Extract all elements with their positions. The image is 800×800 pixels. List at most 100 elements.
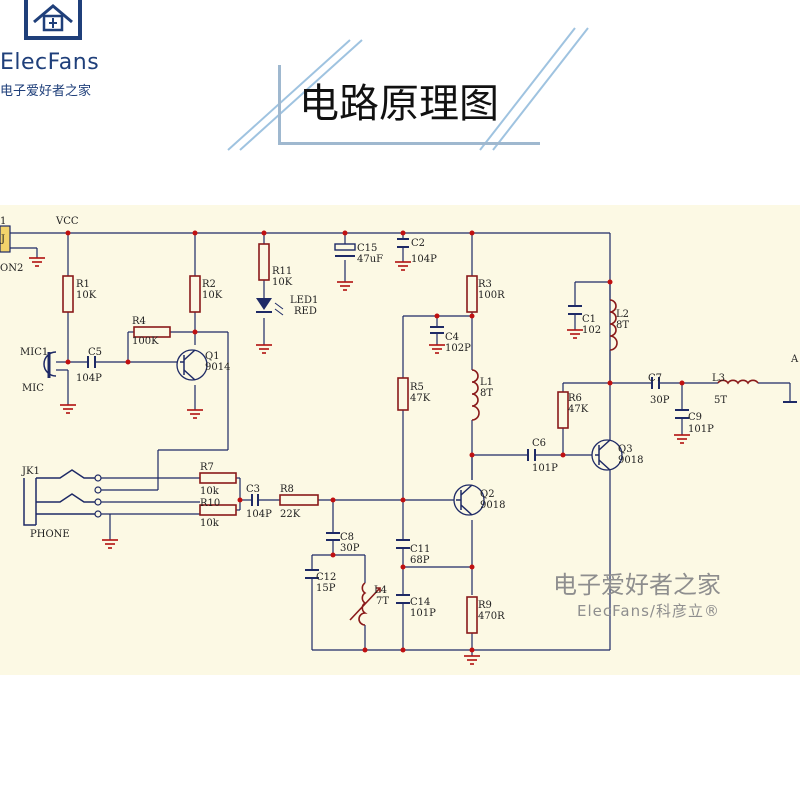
label-c8-value: 30P (340, 543, 360, 554)
label-r10-value: 10k (200, 518, 220, 529)
label-l4-value: 7T (376, 596, 389, 607)
label-r5-value: 47K (410, 393, 431, 404)
resistor-r7 (199, 472, 237, 484)
label-c5-value: 104P (76, 373, 102, 384)
resistor-r4 (133, 326, 171, 338)
label-r7-value: 10k (200, 486, 220, 497)
capacitor-c15 (334, 243, 356, 257)
phone-jack-icon (23, 469, 98, 526)
label-q2-value: 9018 (480, 500, 505, 511)
label-mic: MIC (22, 383, 44, 394)
label-r1: R1 (76, 279, 90, 290)
label-l1-value: 8T (480, 388, 493, 399)
label-con2: ON2 (0, 263, 23, 274)
label-c3: C3 (246, 484, 260, 495)
label-c2: C2 (411, 238, 425, 249)
label-r4-value: 100K (132, 336, 159, 347)
label-r2-value: 10K (202, 290, 223, 301)
label-c7-value: 30P (650, 395, 670, 406)
label-c5: C5 (88, 347, 102, 358)
label-c8: C8 (340, 532, 354, 543)
label-vcc: VCC (55, 216, 79, 227)
label-r7: R7 (200, 462, 214, 473)
label-r2: R2 (202, 279, 216, 290)
label-c1-value: 102 (582, 325, 601, 336)
label-r8-value: 22K (280, 509, 301, 520)
label-q2: Q2 (480, 489, 495, 500)
microphone-icon (43, 351, 57, 378)
watermark-chinese: 电子爱好者之家 (553, 571, 721, 599)
led-icon (256, 298, 284, 316)
label-c3-value: 104P (246, 509, 272, 520)
watermark-brand: ElecFans/科彦立® (577, 602, 720, 620)
resistor-r5 (397, 377, 409, 411)
label-c4: C4 (445, 332, 459, 343)
label-r6: R6 (568, 393, 582, 404)
label-led1: LED1 (290, 295, 318, 306)
inductor-l3 (717, 379, 759, 385)
label-c9-value: 101P (688, 424, 714, 435)
label-c12: C12 (316, 572, 336, 583)
resistor-r3 (466, 275, 478, 313)
label-l3-value: 5T (714, 395, 727, 406)
label-r9-value: 470R (478, 611, 505, 622)
label-r5: R5 (410, 382, 424, 393)
resistor-r9 (466, 596, 478, 634)
label-r3: R3 (478, 279, 492, 290)
label-r1-value: 10K (76, 290, 97, 301)
house-logo-icon (24, 0, 82, 40)
label-l3: L3 (712, 373, 725, 384)
label-l4: L4 (374, 585, 387, 596)
inductor-l2 (609, 299, 618, 351)
label-q3-value: 9018 (618, 455, 643, 466)
resistor-r11 (258, 243, 270, 281)
inductor-l4 (358, 582, 368, 626)
label-c4-value: 102P (445, 343, 471, 354)
label-q1: Q1 (205, 351, 220, 362)
label-l2: L2 (616, 309, 629, 320)
label-c6-value: 101P (532, 463, 558, 474)
label-r8: R8 (280, 484, 294, 495)
resistor-r10 (199, 504, 237, 516)
label-c7: C7 (648, 373, 662, 384)
label-mic1: MIC1 (20, 347, 48, 358)
label-c1: C1 (582, 314, 596, 325)
label-c14: C14 (410, 597, 430, 608)
label-c11: C11 (410, 544, 430, 555)
circuit-background (0, 205, 800, 675)
label-c14-value: 101P (410, 608, 436, 619)
label-led1-value: RED (294, 306, 317, 317)
resistor-r8 (279, 494, 319, 506)
junction-dots (65, 230, 685, 653)
label-j1: 1 (0, 216, 6, 227)
page-title: 电路原理图 (299, 81, 499, 127)
label-c11-value: 68P (410, 555, 430, 566)
label-c6: C6 (532, 438, 546, 449)
inductor-l1 (471, 369, 480, 421)
label-r3-value: 100R (478, 290, 505, 301)
logo-brand-text: ElecFans (0, 50, 100, 75)
label-c15-value: 47uF (357, 254, 383, 265)
label-c9: C9 (688, 412, 702, 423)
label-q3: Q3 (618, 444, 633, 455)
ground-symbols (29, 257, 690, 665)
label-q1-value: 9014 (205, 362, 230, 373)
label-phone: PHONE (30, 529, 70, 540)
decorative-stripes (227, 27, 589, 151)
elecfans-logo: ElecFans 电子爱好者之家 (0, 0, 130, 110)
label-c2-value: 104P (411, 254, 437, 265)
resistor-r1 (62, 275, 74, 313)
label-l2-value: 8T (616, 320, 629, 331)
label-antenna: A (790, 354, 799, 365)
logo-tagline: 电子爱好者之家 (0, 84, 92, 99)
label-r6-value: 47K (568, 404, 589, 415)
label-r4: R4 (132, 316, 146, 327)
label-j1b: J (0, 234, 5, 245)
transistor-q1 (176, 349, 208, 381)
label-jk1: JK1 (21, 466, 40, 477)
label-r9: R9 (478, 600, 492, 611)
resistor-r6 (557, 391, 569, 429)
label-r11-value: 10K (272, 277, 293, 288)
resistor-r2 (189, 275, 201, 313)
